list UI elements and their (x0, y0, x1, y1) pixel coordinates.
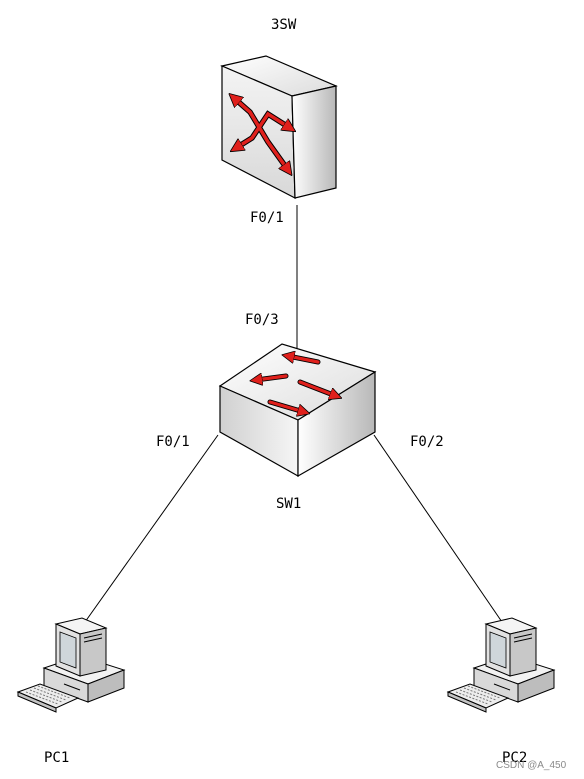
access-port-pc2-label: F0/2 (410, 434, 444, 450)
pc2-label: PC2 (502, 750, 527, 766)
link-sw1-pc1 (84, 434, 219, 623)
workgroup-switch-icon (218, 343, 377, 478)
core-port-label: F0/1 (250, 210, 284, 226)
access-switch[interactable] (218, 343, 377, 478)
link-sw1-pc2 (373, 434, 503, 623)
pc1[interactable] (16, 617, 126, 713)
pc2[interactable] (446, 617, 556, 713)
core-switch-label: 3SW (271, 17, 297, 33)
access-port-pc1-label: F0/1 (156, 434, 190, 450)
multilayer-switch-icon (220, 55, 338, 200)
watermark: CSDN @A_450 (496, 760, 567, 771)
access-uplink-port-label: F0/3 (245, 312, 279, 328)
desktop-pc-icon (16, 617, 126, 713)
access-switch-label: SW1 (276, 496, 301, 512)
desktop-pc-icon (446, 617, 556, 713)
core-switch[interactable] (220, 55, 338, 200)
pc1-label: PC1 (44, 750, 69, 766)
